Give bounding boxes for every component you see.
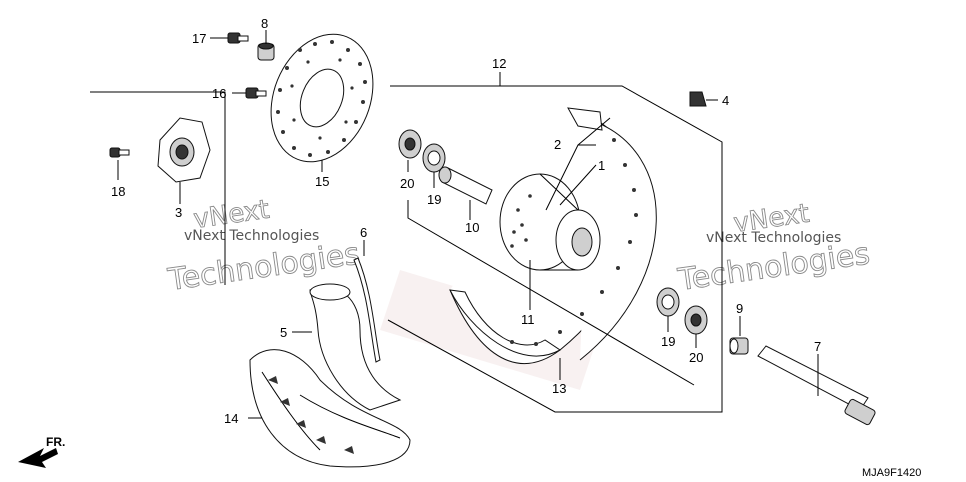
bolt-17 — [227, 32, 249, 44]
watermark-left: vNext Technologies vNext Technologies — [165, 194, 363, 298]
bearing-19-left — [422, 143, 446, 173]
callout-20-left: 20 — [400, 176, 414, 191]
callout-8: 8 — [261, 16, 268, 31]
front-direction-arrow: FR. — [18, 435, 65, 468]
callout-18: 18 — [111, 184, 125, 199]
seal-20-left — [398, 129, 422, 159]
callout-6: 6 — [360, 225, 367, 240]
axle-7 — [757, 345, 876, 426]
diagram-code: MJA9F1420 — [862, 467, 921, 479]
callout-15: 15 — [315, 174, 329, 189]
watermark-right: vNext Technologies vNext Technologies — [675, 198, 873, 298]
distance-collar-10 — [438, 166, 493, 205]
axis-line-left — [407, 200, 695, 386]
watermark-text-left: vNext Technologies — [184, 228, 319, 244]
wheel-hub-1 — [499, 173, 601, 271]
callout-17: 17 — [192, 31, 206, 46]
callout-12: 12 — [492, 56, 506, 71]
callout-7: 7 — [814, 339, 821, 354]
leader-2b — [577, 117, 611, 146]
direction-label: FR. — [46, 435, 65, 449]
rim-band-6 — [353, 257, 381, 363]
bolt-18 — [109, 147, 130, 158]
collar-9 — [729, 337, 749, 355]
callout-5: 5 — [280, 325, 287, 340]
callout-9: 9 — [736, 301, 743, 316]
collar-8 — [257, 42, 275, 61]
callout-19-left: 19 — [427, 192, 441, 207]
valve-cap-4 — [689, 91, 707, 107]
callout-16: 16 — [212, 86, 226, 101]
callout-10: 10 — [465, 220, 479, 235]
brake-disc — [270, 33, 374, 163]
callout-4: 4 — [722, 93, 729, 108]
callout-1: 1 — [598, 158, 605, 173]
callout-20-right: 20 — [689, 350, 703, 365]
callout-3: 3 — [175, 205, 182, 220]
callout-19-right: 19 — [661, 334, 675, 349]
hub-flange-3 — [157, 117, 211, 183]
tire-14 — [249, 349, 411, 468]
bearing-19-right — [656, 287, 680, 317]
callout-11: 11 — [521, 312, 535, 327]
bolt-16 — [245, 87, 267, 99]
callout-14: 14 — [224, 411, 238, 426]
seal-20-right — [684, 305, 708, 335]
assembly-bracket-hub — [90, 91, 226, 285]
callout-2: 2 — [554, 137, 561, 152]
leader-1 — [559, 164, 597, 206]
inner-tube-5 — [309, 283, 402, 411]
watermark-text-right: vNext Technologies — [706, 230, 841, 246]
assembly-bracket-12 — [387, 85, 723, 413]
callout-13: 13 — [552, 381, 566, 396]
